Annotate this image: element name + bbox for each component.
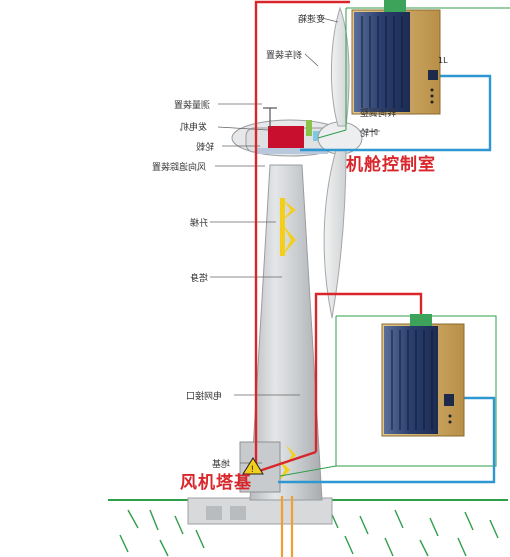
warning-icon: ! [242, 457, 264, 475]
brake-block [306, 120, 312, 136]
label-blade: 叶轮 [360, 129, 379, 139]
blade-lower [323, 149, 347, 319]
anemometer [263, 107, 277, 128]
label-generator: 发电机 [180, 123, 208, 133]
device-model-label: 1L [438, 56, 448, 65]
label-brake: 刹车装置 [266, 51, 303, 61]
label-hub: 轮毂 [196, 143, 215, 153]
generator-block [268, 126, 304, 148]
svg-text:!: ! [251, 465, 255, 475]
blue-network [278, 74, 496, 484]
label-ladder: 升梯 [190, 219, 209, 229]
upper-network-device [351, 0, 441, 115]
ladder-arrow-upper [280, 198, 296, 256]
ladder-arrow-lower [278, 445, 296, 482]
label-tower: 塔身 [190, 274, 209, 284]
label-yaw: 风向追踪装置 [152, 163, 207, 173]
lower-network-device [381, 314, 465, 437]
red-network [254, 0, 423, 474]
blade-upper [330, 6, 350, 127]
title-nacelle-control-room: 机舱控制室 [346, 155, 436, 175]
foundation-block [187, 497, 333, 525]
orange-cables [280, 496, 294, 557]
label-grid: 电网接口 [186, 392, 223, 402]
label-anemometer: 测量装置 [174, 101, 211, 111]
title-turbine-base: 风机塔基 [180, 473, 252, 493]
label-pitch: 转向调整 [360, 109, 397, 119]
nacelle [231, 119, 357, 157]
label-gearbox: 变速箱 [298, 15, 326, 25]
